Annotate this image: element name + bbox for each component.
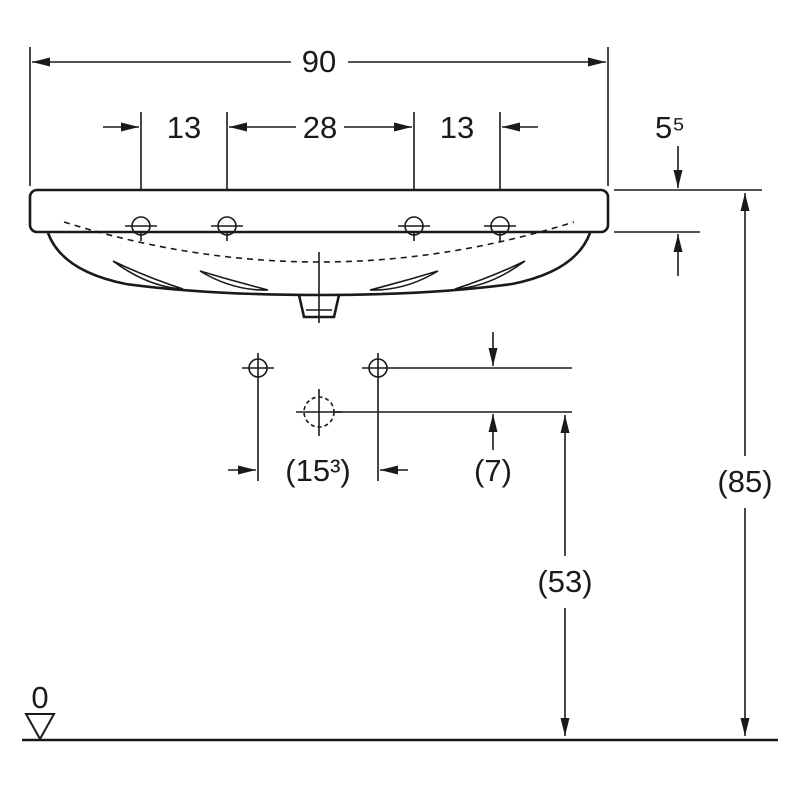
fixing-hole-marker bbox=[362, 358, 394, 378]
dim-label-tap-hole-left: 13 bbox=[167, 110, 201, 145]
washbasin-outline bbox=[28, 188, 610, 323]
dimension-overall-height: (85) bbox=[717, 193, 773, 736]
basin-hidden-rim bbox=[63, 221, 575, 263]
bowl-contour-left-inner bbox=[199, 270, 269, 291]
fixing-and-trap-markers bbox=[242, 353, 572, 481]
dimension-tap-holes: 13 28 13 bbox=[103, 110, 538, 241]
dimension-trap-offset: (7) bbox=[474, 332, 512, 488]
bowl-contour-right-outer bbox=[454, 260, 526, 290]
datum-triangle-icon bbox=[24, 713, 56, 742]
dim-label-trap-height: (53) bbox=[537, 564, 592, 599]
dim-label-overall-height: (85) bbox=[717, 464, 772, 499]
tap-hole-marker bbox=[125, 216, 157, 236]
tap-hole-marker bbox=[484, 216, 516, 236]
dimension-overall-width: 90 bbox=[29, 44, 609, 186]
bowl-contour-left-outer bbox=[112, 260, 184, 290]
tap-hole-marker bbox=[398, 216, 430, 236]
fixing-hole-marker bbox=[242, 358, 274, 378]
dim-label-edge-thickness: 5⁵ bbox=[655, 110, 685, 145]
basin-slab bbox=[28, 188, 610, 234]
floor-datum: 0 bbox=[22, 680, 778, 742]
datum-label: 0 bbox=[31, 680, 48, 715]
bowl-contour-right-inner bbox=[369, 270, 439, 291]
dimension-edge-thickness: 5⁵ bbox=[614, 110, 762, 276]
dim-label-tap-hole-right: 13 bbox=[440, 110, 474, 145]
dim-label-overall-width: 90 bbox=[302, 44, 336, 79]
tap-hole-marker bbox=[211, 216, 243, 236]
dim-label-tap-hole-center: 28 bbox=[303, 110, 337, 145]
dim-label-fixing-spacing: (15³) bbox=[285, 453, 350, 488]
dim-label-trap-offset: (7) bbox=[474, 453, 512, 488]
dimension-fixing-spacing: (15³) bbox=[228, 453, 408, 488]
dimension-trap-height: (53) bbox=[537, 415, 593, 736]
